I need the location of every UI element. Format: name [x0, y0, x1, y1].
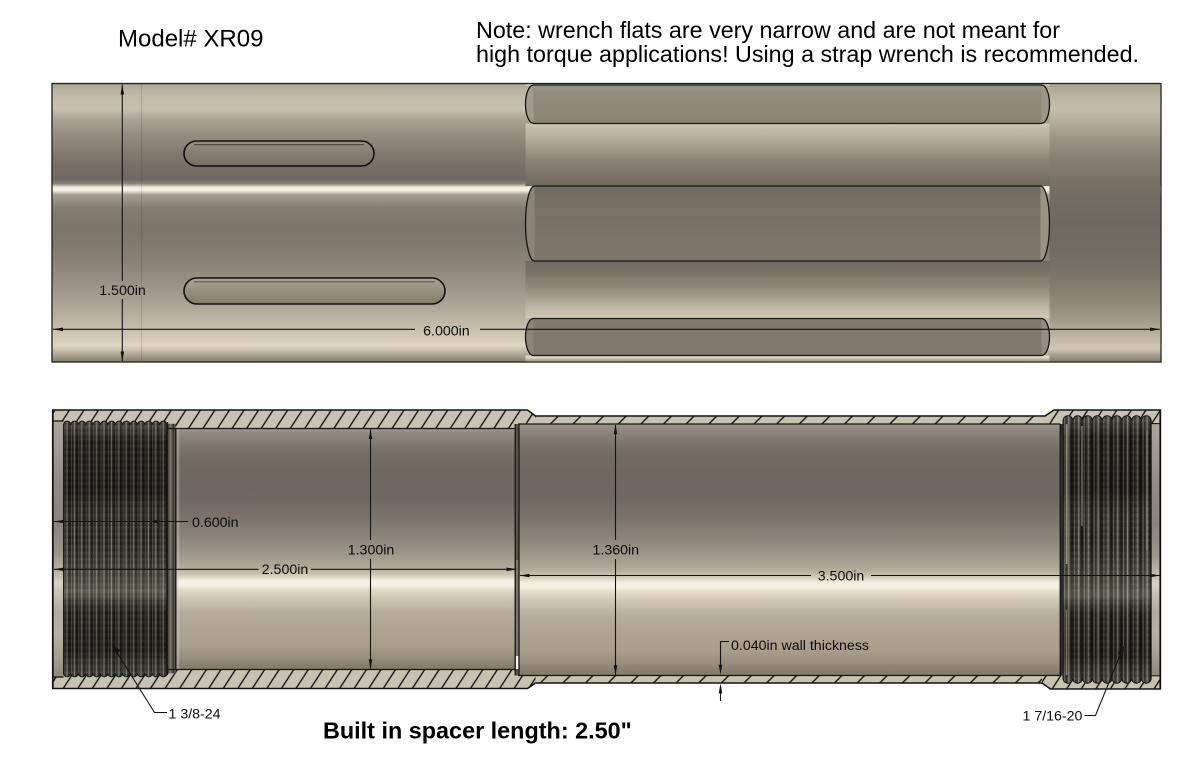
svg-text:Built in spacer length: 2.50": Built in spacer length: 2.50" — [323, 718, 632, 744]
svg-text:1.360in: 1.360in — [593, 542, 640, 558]
svg-text:2.500in: 2.500in — [262, 562, 309, 578]
svg-text:1.300in: 1.300in — [348, 542, 395, 558]
svg-text:Model# XR09: Model# XR09 — [118, 26, 263, 53]
svg-text:1.500in: 1.500in — [99, 283, 146, 299]
svg-text:high torque applications! Usin: high torque applications! Using a strap … — [476, 41, 1139, 67]
svg-text:1 7/16-20: 1 7/16-20 — [1023, 709, 1083, 725]
svg-text:3.500in: 3.500in — [818, 569, 865, 585]
svg-text:0.040in wall thickness: 0.040in wall thickness — [731, 638, 869, 654]
svg-text:6.000in: 6.000in — [423, 324, 470, 340]
svg-text:1 3/8-24: 1 3/8-24 — [169, 707, 221, 723]
svg-text:0.600in: 0.600in — [192, 515, 239, 531]
svg-text:Note: wrench flats are very na: Note: wrench flats are very narrow and a… — [476, 17, 1060, 43]
